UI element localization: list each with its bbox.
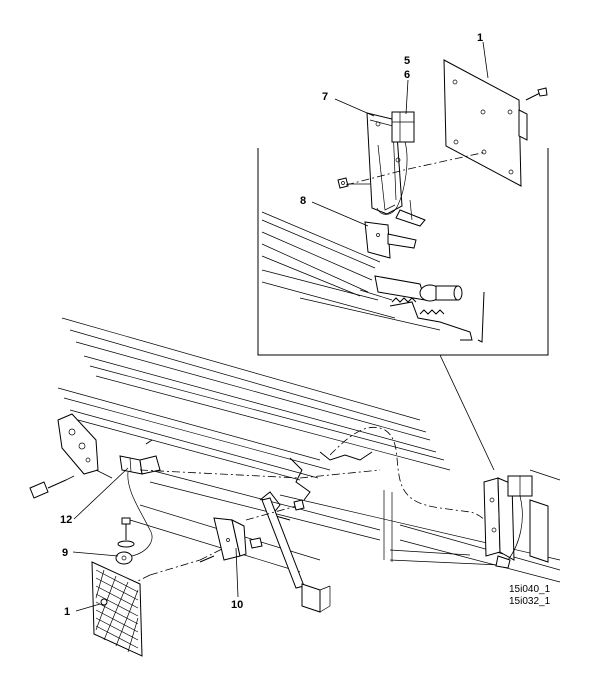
cutaway-break-outline xyxy=(329,426,493,529)
callout-1-top: 1 xyxy=(477,32,483,44)
detail-inset xyxy=(257,59,549,356)
callout-7: 7 xyxy=(322,91,328,103)
rear-light-bracket-left xyxy=(29,413,161,557)
inset-to-assembly-leader xyxy=(439,354,495,471)
rear-reflector xyxy=(91,561,143,657)
lamp-bracket xyxy=(337,111,415,215)
callout-10: 10 xyxy=(231,599,243,611)
callout-6: 6 xyxy=(404,69,410,81)
callout-leaders xyxy=(72,41,489,612)
inset-frame xyxy=(257,148,549,356)
frame-posts xyxy=(261,490,393,613)
inset-frame-rails xyxy=(261,211,441,331)
callout-8: 8 xyxy=(300,195,306,207)
torn-section xyxy=(259,451,373,521)
drawing-id-2: 15i032_1 xyxy=(509,596,551,607)
middle-bracket xyxy=(199,499,305,563)
drawing-id-1: 15i040_1 xyxy=(509,584,551,595)
license-plate-bracket xyxy=(443,59,548,187)
rear-light-bracket-right xyxy=(483,475,549,569)
small-bracket xyxy=(364,199,426,259)
assembly-centerline-upper xyxy=(345,151,487,186)
reflector-mount xyxy=(115,517,135,565)
frame-rails xyxy=(57,317,561,583)
callout-5: 5 xyxy=(404,55,410,67)
callout-12: 12 xyxy=(60,514,72,526)
callout-9: 9 xyxy=(62,547,68,559)
callout-1-bottom: 1 xyxy=(64,606,70,618)
hitch-assembly xyxy=(359,275,485,343)
assembly-centerline-lower xyxy=(139,469,381,479)
